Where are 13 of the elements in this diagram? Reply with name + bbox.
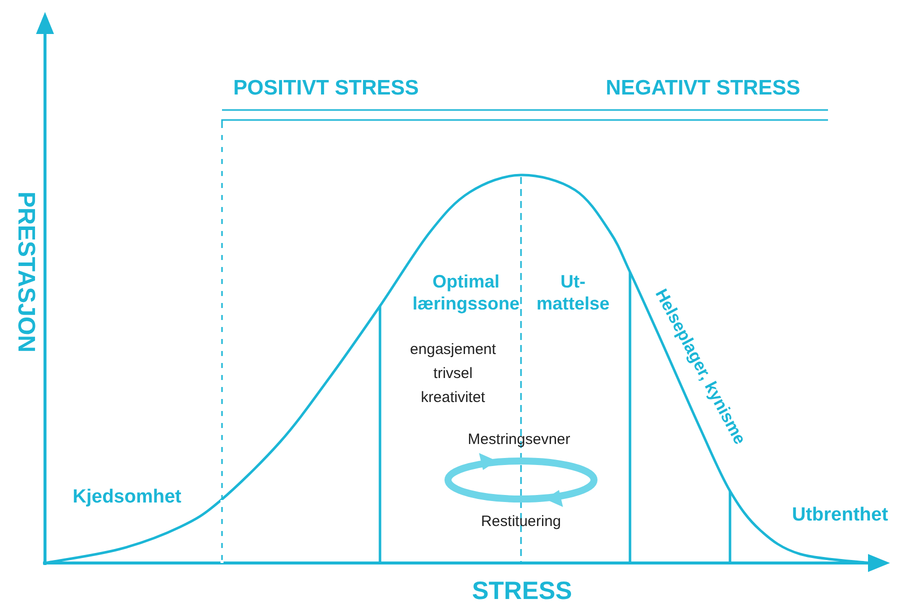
zone-label: Kjedsomhet (72, 486, 182, 510)
zone-label: PRESTASJON (11, 192, 40, 352)
note-text: kreativitet (420, 389, 486, 407)
note-text: engasjement (410, 341, 496, 359)
note-text: Restituering (480, 513, 562, 531)
zone-label: Utbrenthet (792, 504, 888, 528)
zone-label: STRESS (472, 576, 572, 606)
zone-label: Optimal læringssone (411, 271, 521, 315)
zone-label: Ut- mattelse (535, 271, 611, 315)
note-text: Mestringsevner (468, 431, 570, 449)
note-text: trivsel (433, 365, 473, 383)
zone-label: POSITIVT STRESS (233, 75, 419, 101)
zone-label: NEGATIVT STRESS (606, 75, 800, 101)
